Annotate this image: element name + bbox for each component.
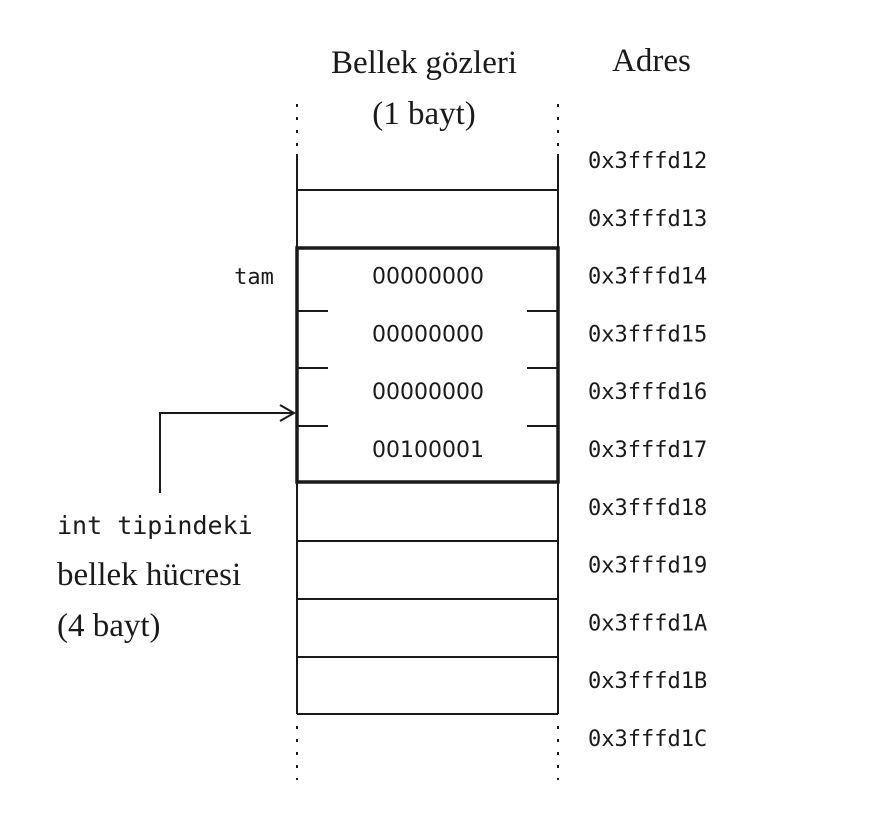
cell-value: 00100001 <box>372 438 484 463</box>
address-label: 0x3fffd12 <box>588 149 707 174</box>
pointer-arrow <box>159 404 297 493</box>
int-keyword: int tipindeki <box>57 511 253 540</box>
int-variable-block <box>295 246 560 484</box>
int-cell-label-line1: int tipindeki <box>57 511 253 540</box>
address-header: Adres <box>612 43 691 79</box>
cell-borders <box>297 189 558 715</box>
cell-value: 00000000 <box>372 322 484 347</box>
int-block-byte-separators <box>297 310 558 427</box>
address-label: 0x3fffd1A <box>588 611 707 636</box>
address-label: 0x3fffd1B <box>588 669 707 694</box>
cell-values: 00000000 00000000 00000000 00100001 <box>372 265 484 463</box>
cells-header-line2: (1 bayt) <box>372 96 476 132</box>
address-label: 0x3fffd1C <box>588 727 707 752</box>
memory-column <box>296 154 559 714</box>
address-label: 0x3fffd18 <box>588 496 707 521</box>
address-column: 0x3fffd12 0x3fffd13 0x3fffd14 0x3fffd15 0x3f… <box>588 149 707 752</box>
bottom-continuation-marks <box>296 726 559 780</box>
address-label: 0x3fffd14 <box>588 265 707 290</box>
cell-value: 00000000 <box>372 265 484 290</box>
cells-header-line1: Bellek gözleri <box>331 45 517 81</box>
address-label: 0x3fffd15 <box>588 322 707 347</box>
int-cell-label-line3: (4 bayt) <box>57 608 161 644</box>
cell-value: 00000000 <box>372 380 484 405</box>
variable-name-label: tam <box>234 265 274 290</box>
address-label: 0x3fffd19 <box>588 554 707 579</box>
address-label: 0x3fffd13 <box>588 207 707 232</box>
int-cell-label-line2: bellek hücresi <box>57 557 241 593</box>
address-label: 0x3fffd17 <box>588 438 707 463</box>
address-label: 0x3fffd16 <box>588 380 707 405</box>
